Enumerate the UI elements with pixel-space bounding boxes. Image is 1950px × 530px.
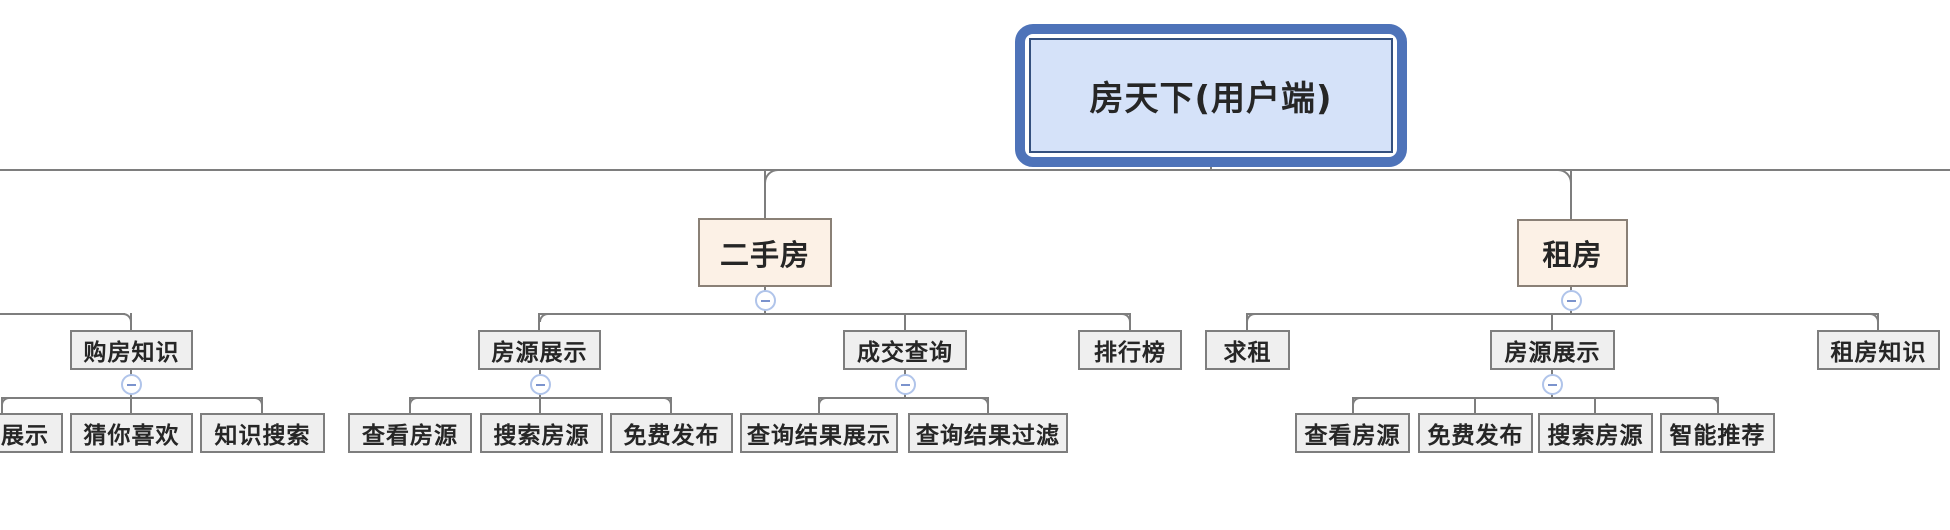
connector-line bbox=[1570, 171, 1572, 219]
node-root[interactable]: 房天下(用户端) bbox=[1015, 24, 1407, 167]
node-display-truncated[interactable]: 展示 bbox=[0, 413, 63, 453]
connector-elbow bbox=[1352, 397, 1360, 405]
connector-line bbox=[1, 397, 3, 413]
collapse-icon[interactable] bbox=[755, 290, 776, 311]
connector-elbow bbox=[1870, 313, 1879, 322]
connector-elbow bbox=[818, 397, 826, 405]
root-node-label: 房天下(用户端) bbox=[1029, 38, 1393, 153]
node-query-result-display[interactable]: 查询结果展示 bbox=[740, 413, 898, 453]
connector-line bbox=[670, 397, 672, 413]
connector-line bbox=[1246, 313, 1879, 315]
collapse-icon[interactable] bbox=[530, 374, 551, 395]
collapse-icon[interactable] bbox=[1542, 374, 1563, 395]
node-deal-query[interactable]: 成交查询 bbox=[843, 330, 967, 370]
connector-line bbox=[1352, 397, 1354, 413]
node-listing-display-rental[interactable]: 房源展示 bbox=[1490, 330, 1615, 370]
node-purchase-knowledge[interactable]: 购房知识 bbox=[70, 330, 193, 370]
node-view-listings-rental[interactable]: 查看房源 bbox=[1295, 413, 1410, 453]
connector-elbow bbox=[664, 397, 672, 405]
node-search-listings-secondhand[interactable]: 搜索房源 bbox=[480, 413, 603, 453]
node-smart-recommend[interactable]: 智能推荐 bbox=[1660, 413, 1775, 453]
collapse-icon[interactable] bbox=[121, 374, 142, 395]
node-guess-you-like[interactable]: 猜你喜欢 bbox=[70, 413, 193, 453]
node-free-post-secondhand[interactable]: 免费发布 bbox=[610, 413, 733, 453]
node-ranking-list[interactable]: 排行榜 bbox=[1078, 330, 1182, 370]
connector-line bbox=[0, 313, 125, 315]
connector-elbow bbox=[1, 397, 9, 405]
connector-line bbox=[818, 397, 820, 413]
connector-line bbox=[1594, 397, 1596, 413]
minus-glyph bbox=[761, 299, 770, 302]
connector-line bbox=[1474, 397, 1476, 413]
node-free-post-rental[interactable]: 免费发布 bbox=[1418, 413, 1533, 453]
connector-elbow bbox=[255, 397, 263, 405]
connector-elbow bbox=[981, 397, 989, 405]
connector-elbow bbox=[539, 313, 548, 322]
minus-glyph bbox=[901, 383, 910, 386]
connector-elbow bbox=[123, 313, 132, 322]
collapse-icon[interactable] bbox=[895, 374, 916, 395]
node-rental[interactable]: 租房 bbox=[1517, 219, 1628, 287]
node-rental-knowledge[interactable]: 租房知识 bbox=[1817, 330, 1940, 370]
connector-line bbox=[1551, 313, 1553, 330]
connector-elbow bbox=[409, 397, 417, 405]
minus-glyph bbox=[1567, 299, 1576, 302]
node-view-listings-secondhand[interactable]: 查看房源 bbox=[348, 413, 472, 453]
connector-elbow bbox=[764, 169, 778, 183]
connector-line bbox=[987, 397, 989, 413]
node-rent-seeking[interactable]: 求租 bbox=[1205, 330, 1290, 370]
connector-line bbox=[0, 169, 1950, 171]
connector-line bbox=[409, 397, 411, 413]
connector-line bbox=[1717, 397, 1719, 413]
connector-elbow bbox=[1246, 313, 1255, 322]
node-knowledge-search[interactable]: 知识搜索 bbox=[200, 413, 325, 453]
connector-elbow bbox=[1711, 397, 1719, 405]
connector-line bbox=[818, 397, 988, 399]
node-query-result-filter[interactable]: 查询结果过滤 bbox=[908, 413, 1068, 453]
connector-line bbox=[1352, 397, 1718, 399]
minus-glyph bbox=[1548, 383, 1557, 386]
minus-glyph bbox=[127, 383, 136, 386]
connector-elbow bbox=[1122, 313, 1131, 322]
node-search-listings-rental[interactable]: 搜索房源 bbox=[1538, 413, 1653, 453]
connector-line bbox=[764, 171, 766, 218]
node-listing-display-secondhand[interactable]: 房源展示 bbox=[478, 330, 601, 370]
node-second-hand-house[interactable]: 二手房 bbox=[698, 218, 832, 287]
minus-glyph bbox=[536, 383, 545, 386]
connector-line bbox=[904, 313, 906, 330]
collapse-icon[interactable] bbox=[1561, 290, 1582, 311]
connector-line bbox=[539, 313, 1131, 315]
connector-line bbox=[261, 397, 263, 413]
